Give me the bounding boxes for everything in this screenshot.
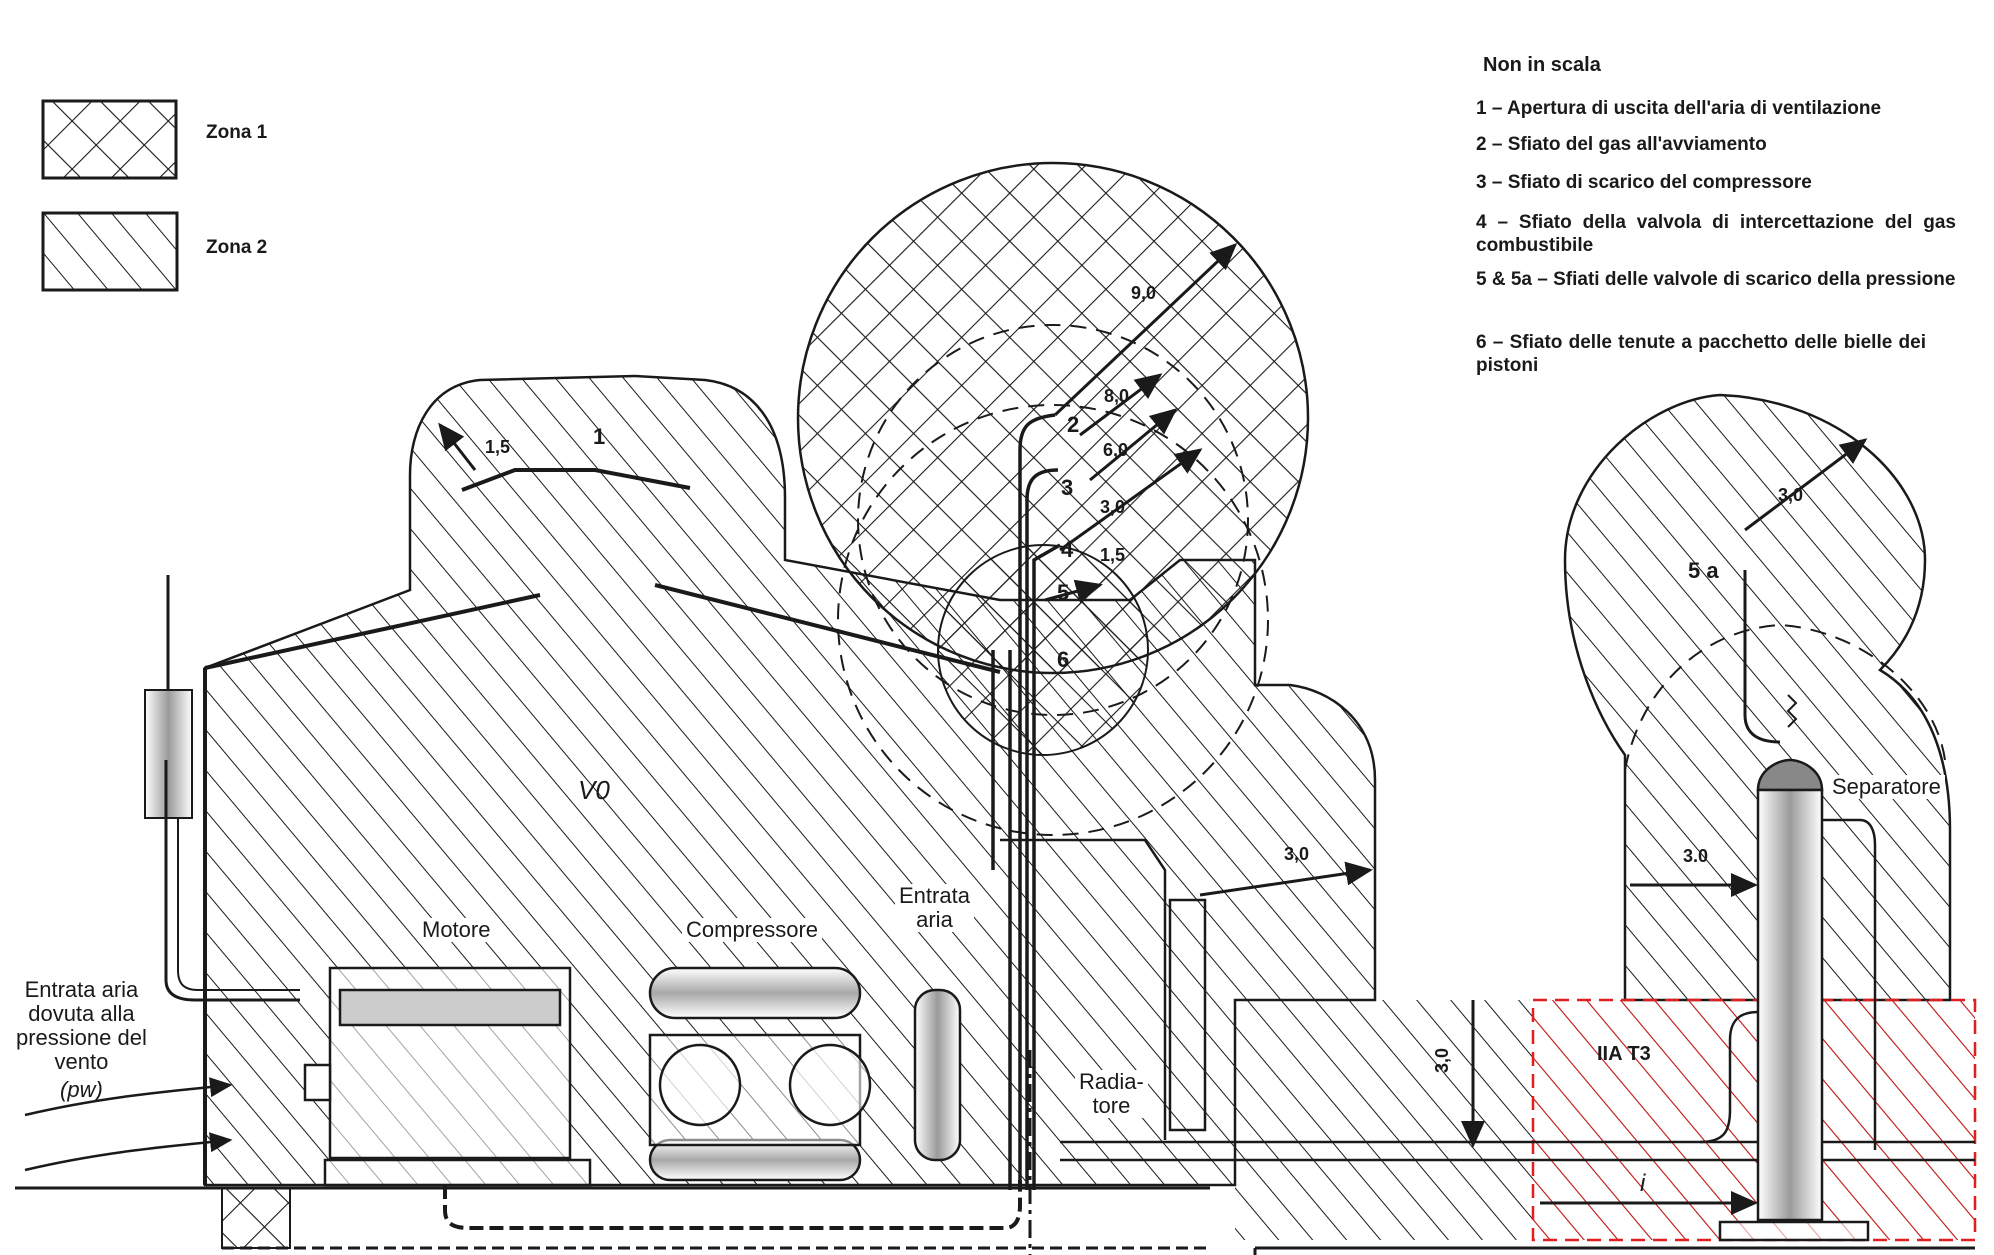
- zona-1-label: Zona 1: [206, 122, 268, 143]
- radiator: [1000, 838, 1207, 1140]
- vent-number-5a: 5 a: [1688, 558, 1719, 583]
- iia-t3-label: IIA T3: [1597, 1043, 1651, 1065]
- dimension-arrows: [438, 242, 1868, 1215]
- wind-inlet-line3: pressione del: [16, 1025, 147, 1050]
- radiatore-line2: tore: [1092, 1093, 1131, 1118]
- vent-number-2: 2: [1067, 412, 1080, 437]
- separator-vessel: [1718, 758, 1877, 1242]
- legend-swatch-zona-1: [41, 99, 178, 180]
- legend-item-2: 2 – Sfiato del gas all'avviamento: [1476, 134, 1767, 155]
- vent-number-1: 1: [593, 424, 606, 449]
- dim-1-5-vent1: 1,5: [485, 437, 511, 457]
- distance-i-label: i: [1640, 1170, 1646, 1197]
- legend-item-1: 1 – Apertura di uscita dell'aria di vent…: [1476, 98, 1882, 119]
- legend-swatch-zona-2: [41, 211, 179, 292]
- dim-6-0: 6,0: [1103, 440, 1129, 460]
- legend-item-6: 6 – Sfiato delle tenute a pacchetto dell…: [1476, 332, 1926, 376]
- wind-inlet-stack: [24, 575, 300, 1172]
- compressor: [648, 966, 962, 1182]
- dim-9-0: 9,0: [1131, 283, 1157, 303]
- dim-8-0: 8,0: [1104, 386, 1130, 406]
- vent-stacks: [991, 413, 1061, 1190]
- vent-number-4: 4: [1061, 537, 1074, 562]
- wind-inlet-label: Entrata aria dovuta alla pressione del v…: [12, 978, 151, 1102]
- entrata-aria-label: Entrata aria: [895, 884, 974, 932]
- motore-label: Motore: [418, 918, 495, 942]
- gas-pipeline: [1060, 1010, 1975, 1162]
- separatore-label: Separatore: [1828, 775, 1945, 799]
- vent-number-3: 3: [1061, 475, 1074, 500]
- wind-inlet-line1: Entrata aria: [24, 977, 139, 1002]
- dim-1-5: 1,5: [1100, 545, 1126, 565]
- entrata-aria-line2: aria: [916, 907, 953, 932]
- legend-item-5: 5 & 5a – Sfiati delle valvole di scarico…: [1476, 269, 1956, 290]
- legend-item-4: 4 – Sfiato della valvola di intercettazi…: [1476, 212, 1956, 256]
- dim-3-0-5a: 3,0: [1778, 485, 1804, 505]
- dim-3-0-main: 3,0: [1100, 497, 1126, 517]
- wind-inlet-line2: dovuta alla: [28, 1001, 135, 1026]
- dim-3-0-vertical: 3,0: [1432, 1047, 1453, 1074]
- legend-item-3: 3 – Sfiato di scarico del compressore: [1476, 172, 1812, 193]
- vent-number-6: 6: [1057, 647, 1070, 672]
- vent-number-5: 5: [1057, 580, 1070, 605]
- legend-title: Non in scala: [1483, 54, 1601, 76]
- engine: [303, 966, 592, 1187]
- volume-symbol: V0: [578, 775, 610, 805]
- entrata-aria-line1: Entrata: [899, 883, 970, 908]
- compressore-label: Compressore: [682, 918, 823, 942]
- radiatore-label: Radia- tore: [1075, 1070, 1148, 1118]
- dim-3-0-radiator: 3,0: [1284, 844, 1310, 864]
- zona-2-label: Zona 2: [206, 237, 268, 258]
- radiatore-line1: Radia-: [1079, 1069, 1144, 1094]
- dim-3-0-separator: 3.0: [1683, 846, 1709, 866]
- wind-inlet-line4: vento: [54, 1049, 109, 1074]
- wind-inlet-symbol: (pw): [60, 1077, 103, 1102]
